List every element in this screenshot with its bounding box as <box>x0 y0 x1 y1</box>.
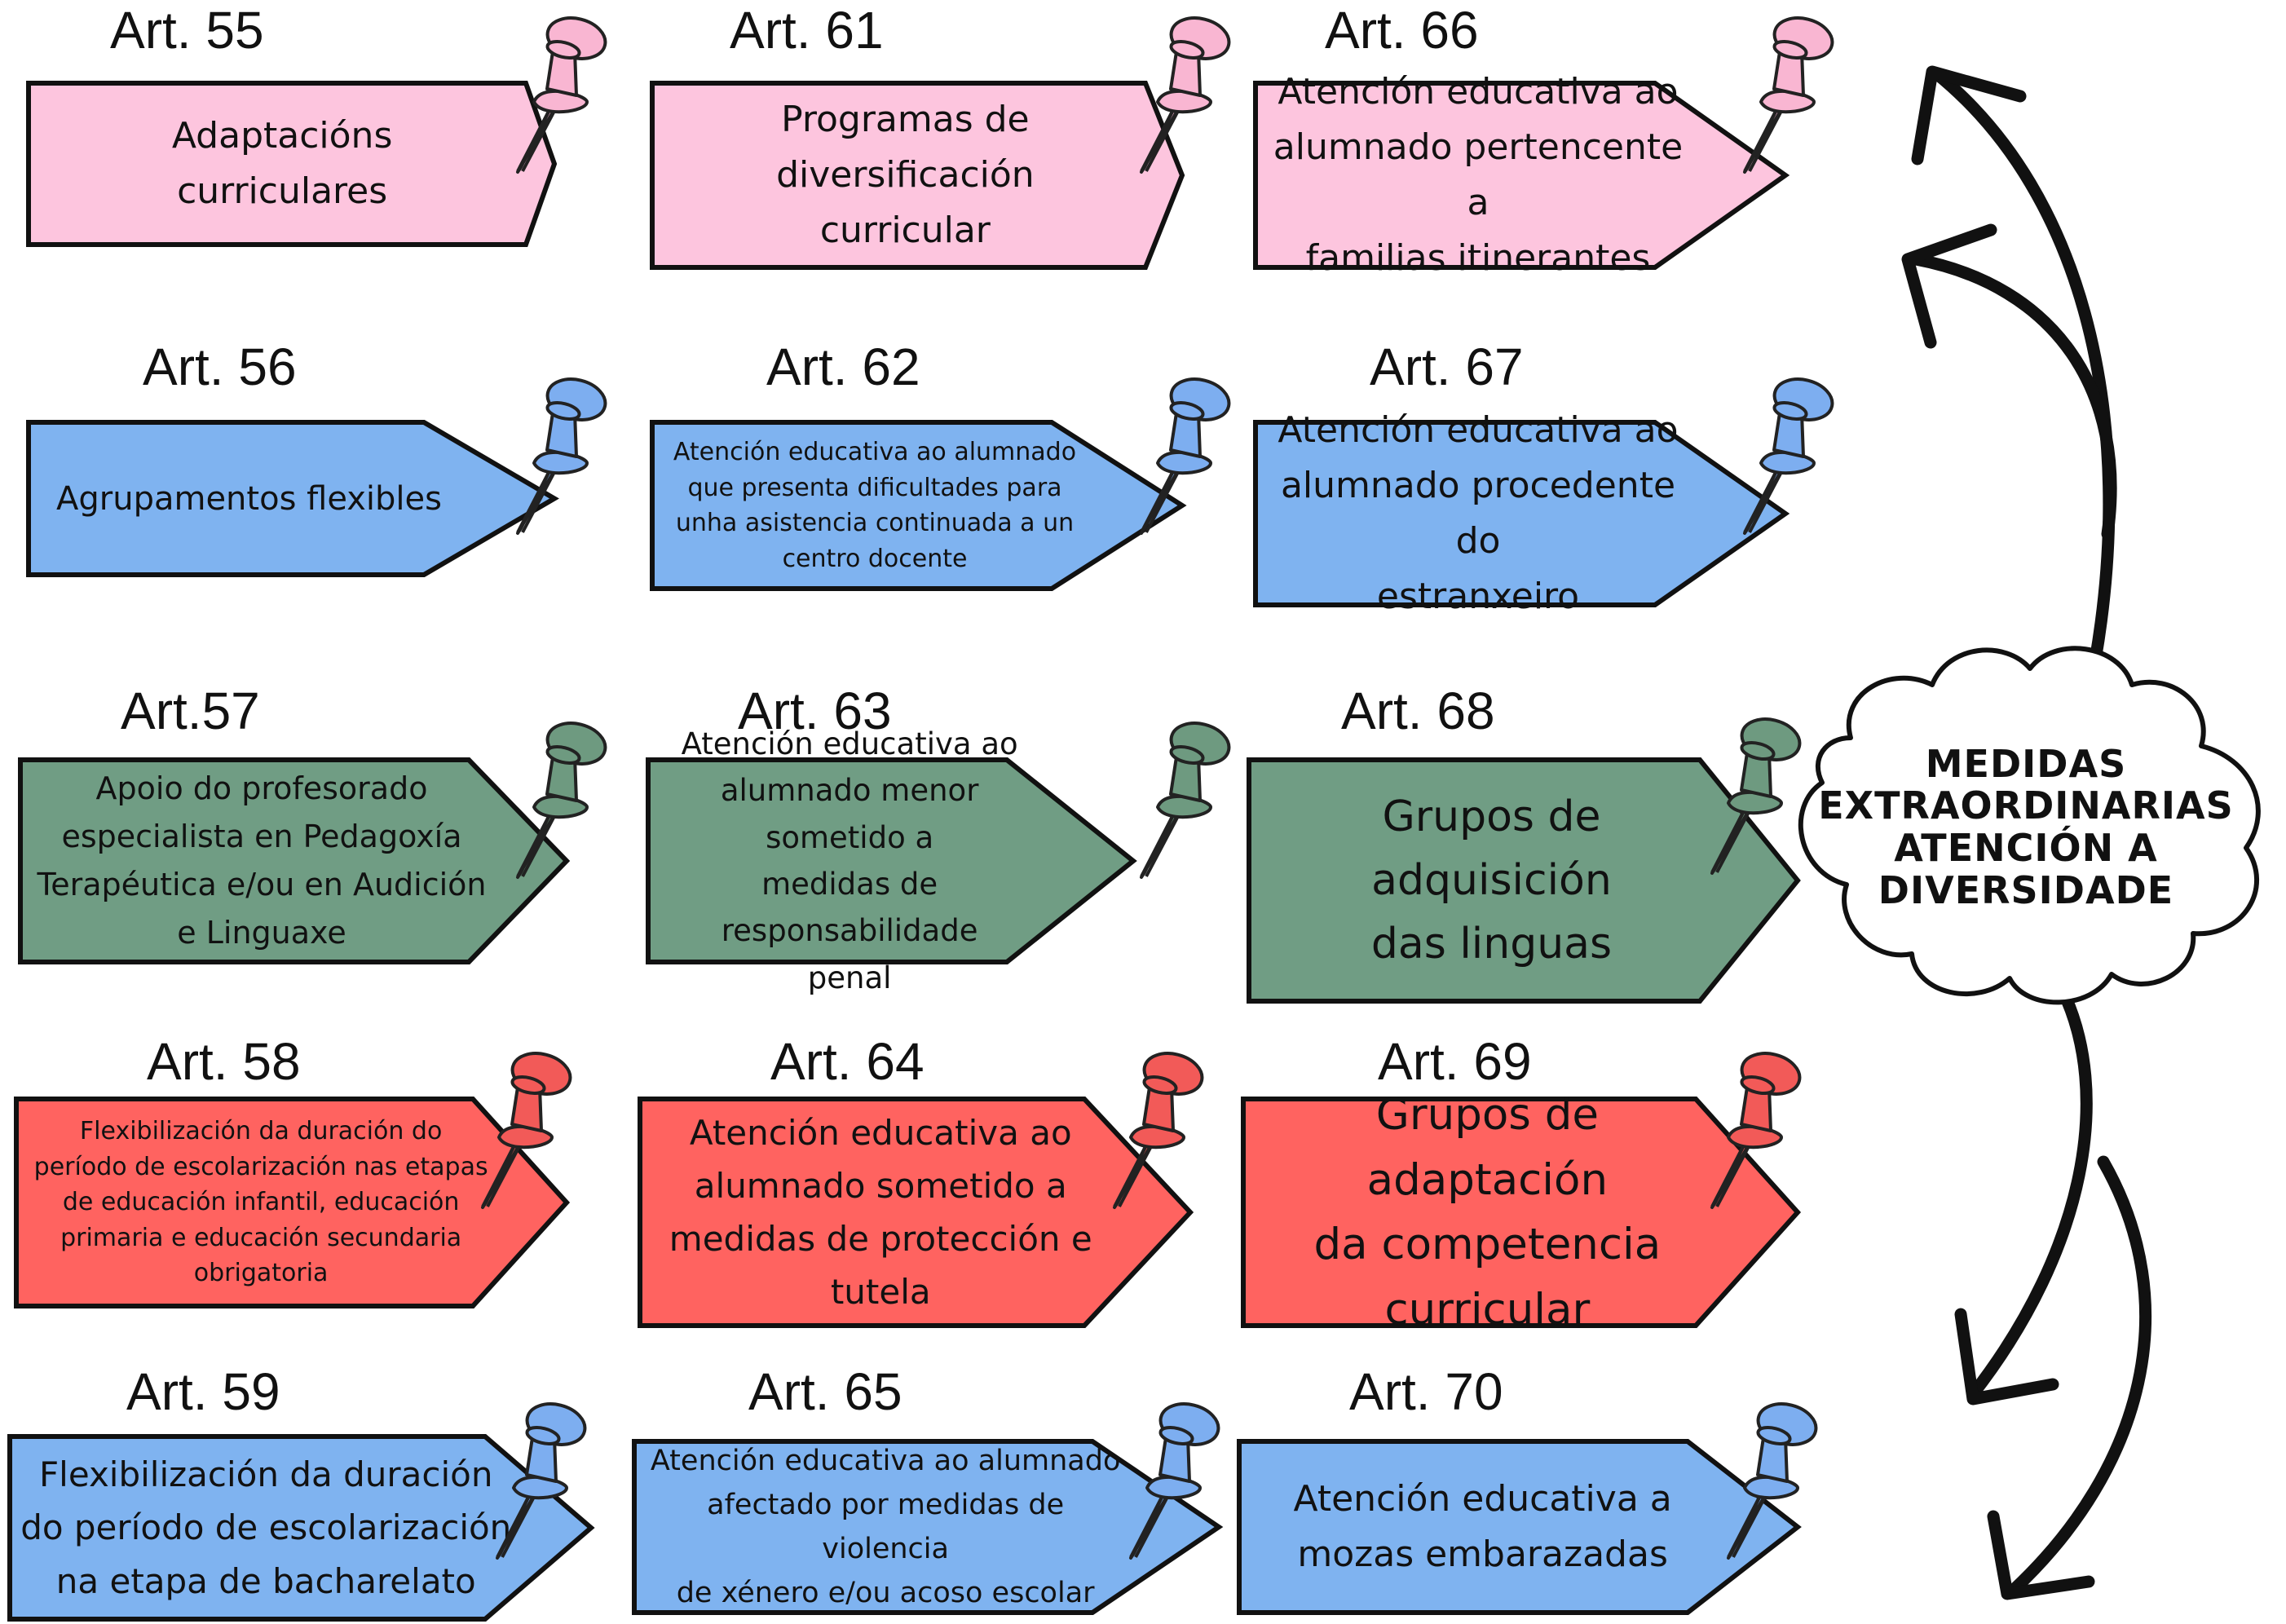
arrow-sign-shape <box>1241 1097 1802 1328</box>
arrow-sign-shape <box>26 420 559 577</box>
article-number: Art. 63 <box>738 682 892 740</box>
article-number: Art.57 <box>121 682 260 740</box>
pushpin-icon <box>474 1039 572 1211</box>
arrow-sign-shape <box>650 81 1185 270</box>
measure-label: Apoio do profesorado especialista en Ped… <box>37 770 487 951</box>
article-number: Art. 61 <box>730 1 884 60</box>
curved-arrow-icon <box>2007 1155 2152 1596</box>
pushpin-icon <box>1704 705 1802 876</box>
arrow-sign-shape <box>18 757 571 964</box>
arrow-sign-shape <box>26 81 558 247</box>
arrowhead-icon <box>1911 65 2027 165</box>
measure-label: Agrupamentos flexibles <box>56 479 442 518</box>
center-title: MEDIDAS EXTRAORDINARIAS ATENCIÓN A DIVER… <box>1818 741 2234 912</box>
arrowhead-icon <box>1987 1510 2095 1600</box>
pushpin-icon <box>1704 1039 1802 1211</box>
arrow-sign-shape <box>1247 757 1801 1004</box>
article-number: Art. 64 <box>770 1032 925 1091</box>
measure-label: Grupos de adquisición das linguas <box>1370 792 1613 969</box>
arrow-sign-shape <box>632 1439 1224 1615</box>
arrow-sign-shape <box>638 1097 1194 1328</box>
article-number: Art. 70 <box>1349 1362 1503 1421</box>
pushpin-icon <box>1720 1390 1818 1561</box>
article-number: Art. 65 <box>748 1362 902 1421</box>
pushpin-icon <box>510 709 607 880</box>
article-number: Art. 55 <box>110 1 264 60</box>
measure-label: Atención educativa ao alumnado procedent… <box>1278 408 1679 618</box>
measure-label: Atención educativa ao alumnado sometido … <box>669 1112 1092 1313</box>
pushpin-icon <box>1737 4 1834 175</box>
arrow-sign-shape <box>646 757 1137 964</box>
arrow-sign-shape <box>1253 420 1790 607</box>
article-number: Art. 56 <box>143 338 297 396</box>
pushpin-icon <box>1133 4 1231 175</box>
article-number: Art. 67 <box>1370 338 1524 396</box>
article-number: Art. 66 <box>1325 1 1479 60</box>
article-number: Art. 69 <box>1378 1032 1532 1091</box>
measure-label: Atención educativa ao alumnado pertencen… <box>1273 70 1684 280</box>
measure-label: Atención educativa ao alumnado afectado … <box>650 1444 1121 1610</box>
arrow-sign-shape <box>7 1434 595 1622</box>
curved-arrow-icon <box>1909 253 2117 541</box>
curved-arrow-icon <box>1966 984 2093 1401</box>
pushpin-icon <box>1737 365 1834 536</box>
measure-label: Flexibilización da duración do período d… <box>20 1454 512 1601</box>
measure-label: Programas de diversificación curricular <box>776 98 1035 252</box>
pushpin-icon <box>489 1390 587 1561</box>
pushpin-icon <box>510 4 607 175</box>
pushpin-icon <box>1133 709 1231 880</box>
measure-label: Atención educativa ao alumnado menor som… <box>681 726 1018 995</box>
article-number: Art. 62 <box>766 338 920 396</box>
pushpin-icon <box>1123 1390 1220 1561</box>
arrowhead-icon <box>1954 1308 2059 1406</box>
curved-arrow-icon <box>1930 67 2116 667</box>
measure-label: Adaptacións curriculares <box>171 114 393 212</box>
measure-label: Flexibilización da duración do período d… <box>33 1117 488 1288</box>
arrow-sign-shape <box>1253 81 1790 270</box>
arrowhead-icon <box>1901 223 1997 349</box>
measure-label: Grupos de adaptación da competencia curr… <box>1313 1090 1662 1335</box>
arrow-sign-shape <box>14 1097 571 1308</box>
article-number: Art. 59 <box>126 1362 280 1421</box>
cloud-shape <box>1798 646 2261 1005</box>
article-number: Art. 58 <box>147 1032 301 1091</box>
arrow-sign-shape <box>650 420 1187 591</box>
measure-label: Atención educativa a mozas embarazadas <box>1293 1477 1672 1575</box>
pushpin-icon <box>1133 365 1231 536</box>
pushpin-icon <box>510 365 607 536</box>
arrow-sign-shape <box>1237 1439 1802 1615</box>
measure-label: Atención educativa ao alumnado que prese… <box>673 438 1077 573</box>
article-number: Art. 68 <box>1341 682 1495 740</box>
pushpin-icon <box>1106 1039 1204 1211</box>
